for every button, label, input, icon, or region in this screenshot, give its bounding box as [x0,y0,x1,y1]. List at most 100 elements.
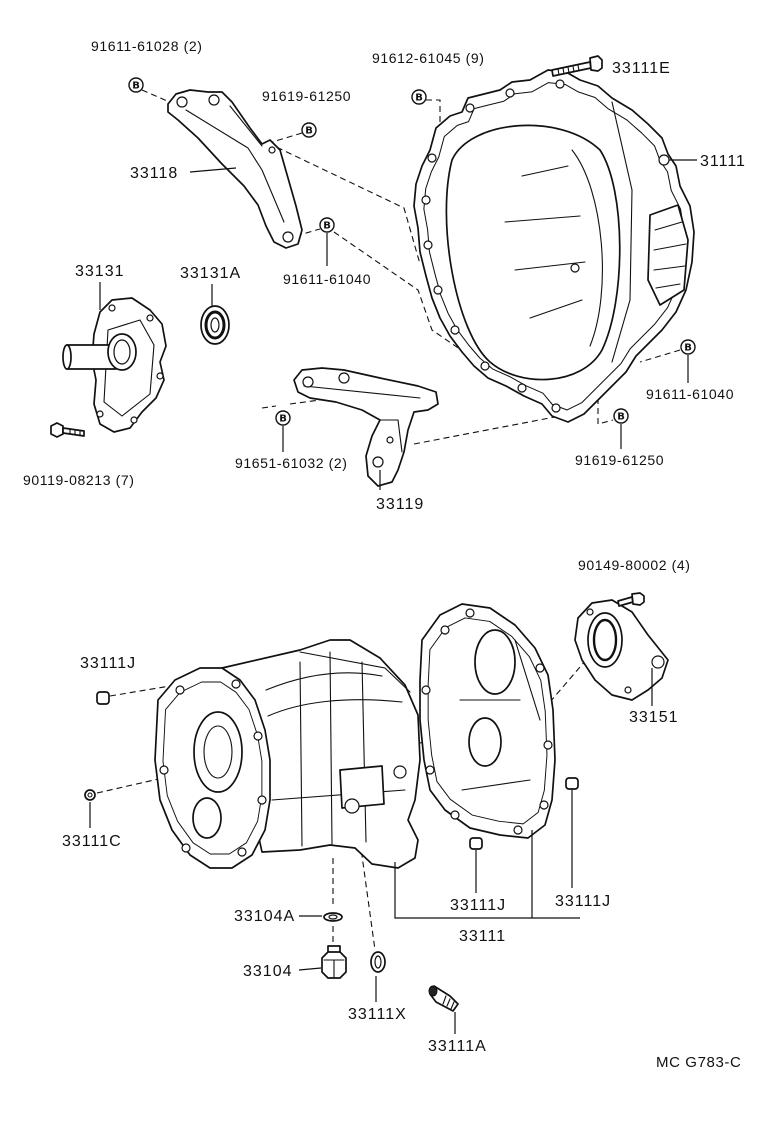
callout-rear-bracket: 33119 [376,496,424,513]
clutch-housing-part [413,69,695,423]
clutch-housing-bolt-hole [505,88,515,98]
callout-bolt-e: 91611-61040 [283,271,371,287]
clutch-housing-rim [423,82,685,411]
callout-bolt-c: 91612-61045 (9) [372,50,485,66]
bolt-marker-letter: B [132,81,140,92]
bearing-retainer-hole [146,314,154,322]
clutch-housing-bolt-hole [427,153,437,163]
bolt-marker-letter: B [323,221,331,232]
transmission-case-drain [344,798,360,814]
bolt-marker-circle [128,77,144,93]
clutch-housing-side-wall [611,101,633,363]
transmission-case-flange-hole [159,765,169,775]
bearing-retainer-part [62,297,167,433]
transmission-case-port [393,765,407,779]
bolt-marker-letter: B [617,412,625,423]
extension-bolt-part [617,592,645,607]
housing-bolt-head [589,55,603,72]
callout-bolt-d: 33111E [612,60,671,77]
bolt-marker: B [301,122,317,138]
callout-extension: 33151 [629,709,679,726]
housing-bolt-threads [557,64,580,76]
clutch-housing-bolt-hole [480,361,490,371]
clutch-housing-fin [504,215,581,223]
drain-gasket-part [323,912,343,922]
callout-plug: 33104 [243,963,293,980]
callout-switch: 33111A [428,1038,487,1055]
drain-gasket-inner [328,914,338,920]
extension-housing-part [574,599,669,701]
transmission-case-main-bore-inner [203,725,233,779]
callout-housing: 31111 [700,153,746,170]
transmission-case-rib [265,672,383,691]
extension-housing-hole [624,686,632,694]
transmission-case-flange-hole [257,795,267,805]
extension-housing-boss [651,655,665,669]
bolt-marker-circle [613,408,629,424]
intermediate-plate-ribs [459,639,541,791]
intermediate-plate-hole [425,765,435,775]
callout-bolt-i: 90119-08213 (7) [23,472,134,488]
front-bracket-hole [208,94,220,106]
transmission-case-body [221,639,421,869]
callout-bolt-h: 91619-61250 [575,452,664,468]
callout-front-bracket: 33118 [130,165,178,182]
front-bracket-body [167,89,303,249]
dash-bracket-to-housing-upper [267,142,421,265]
callout-gasket-a: 33104A [234,908,295,925]
intermediate-plate-hole [539,800,549,810]
diagram-code: MC G783-C [656,1054,741,1071]
transmission-case-flange-hole [175,685,185,695]
clutch-housing-fin [514,261,586,271]
bolt-marker-letter: B [415,93,423,104]
bolt-marker: B [128,77,144,93]
transmission-case-rib [267,699,403,717]
dash-bolt-f [639,349,681,363]
rear-bracket-hole [386,436,394,444]
pin-33111c [84,789,96,801]
upper-callouts: 91611-61028 (2) 91619-61250 91612-61045 … [23,38,746,513]
extension-bolt-shaft [617,596,634,607]
rear-bracket-hole [372,456,384,468]
callout-pin-b: 33111C [62,833,122,850]
rear-bracket-body [293,367,439,487]
bearing-retainer-hole [130,416,138,424]
clutch-housing-bell-depth [571,149,603,347]
front-bracket-hole [268,146,276,154]
pin-33111c-inner [87,792,93,798]
bolt-marker-letter: B [279,414,287,425]
clutch-housing-boss [658,154,670,166]
callout-retainer: 33131 [75,263,125,280]
bolt-marker: B [411,89,427,105]
clutch-housing-bolt-hole [423,240,433,250]
bolt-marker: B [319,217,335,233]
intermediate-plate-hole [543,740,553,750]
intermediate-plate-hole [465,608,475,618]
intermediate-plate-lower-bore [468,717,502,767]
bearing-retainer-collar-bore [113,339,131,365]
leader-lines [89,159,697,1034]
bearing-retainer-hole [156,372,164,380]
front-bracket-part [167,89,303,249]
back-up-switch-connector [428,985,438,997]
callout-gasket-b: 33111X [348,1006,407,1023]
front-bracket-rib [185,109,285,223]
clutch-housing-window [647,204,689,306]
bolt-marker-circle [680,339,696,355]
dowel-pin-c [469,837,483,850]
callout-bolt-f: 91611-61040 [646,386,734,402]
front-bracket-edge [229,105,263,147]
front-bracket-hole [282,231,294,243]
bolt-marker: B [613,408,629,424]
transmission-case-flange-hole [181,843,191,853]
transmission-case-top-ridge [299,651,411,693]
rear-bracket-hole [302,376,314,388]
leader-plug [298,967,322,971]
leader-front-bracket [189,167,237,173]
rear-bracket-part [293,367,439,487]
drain-plug-facets [323,959,345,978]
bolt-marker-circle [301,122,317,138]
clutch-housing-bolt-hole [551,403,561,413]
transmission-case-flange-face [162,681,263,855]
extension-housing-hole [586,608,594,616]
